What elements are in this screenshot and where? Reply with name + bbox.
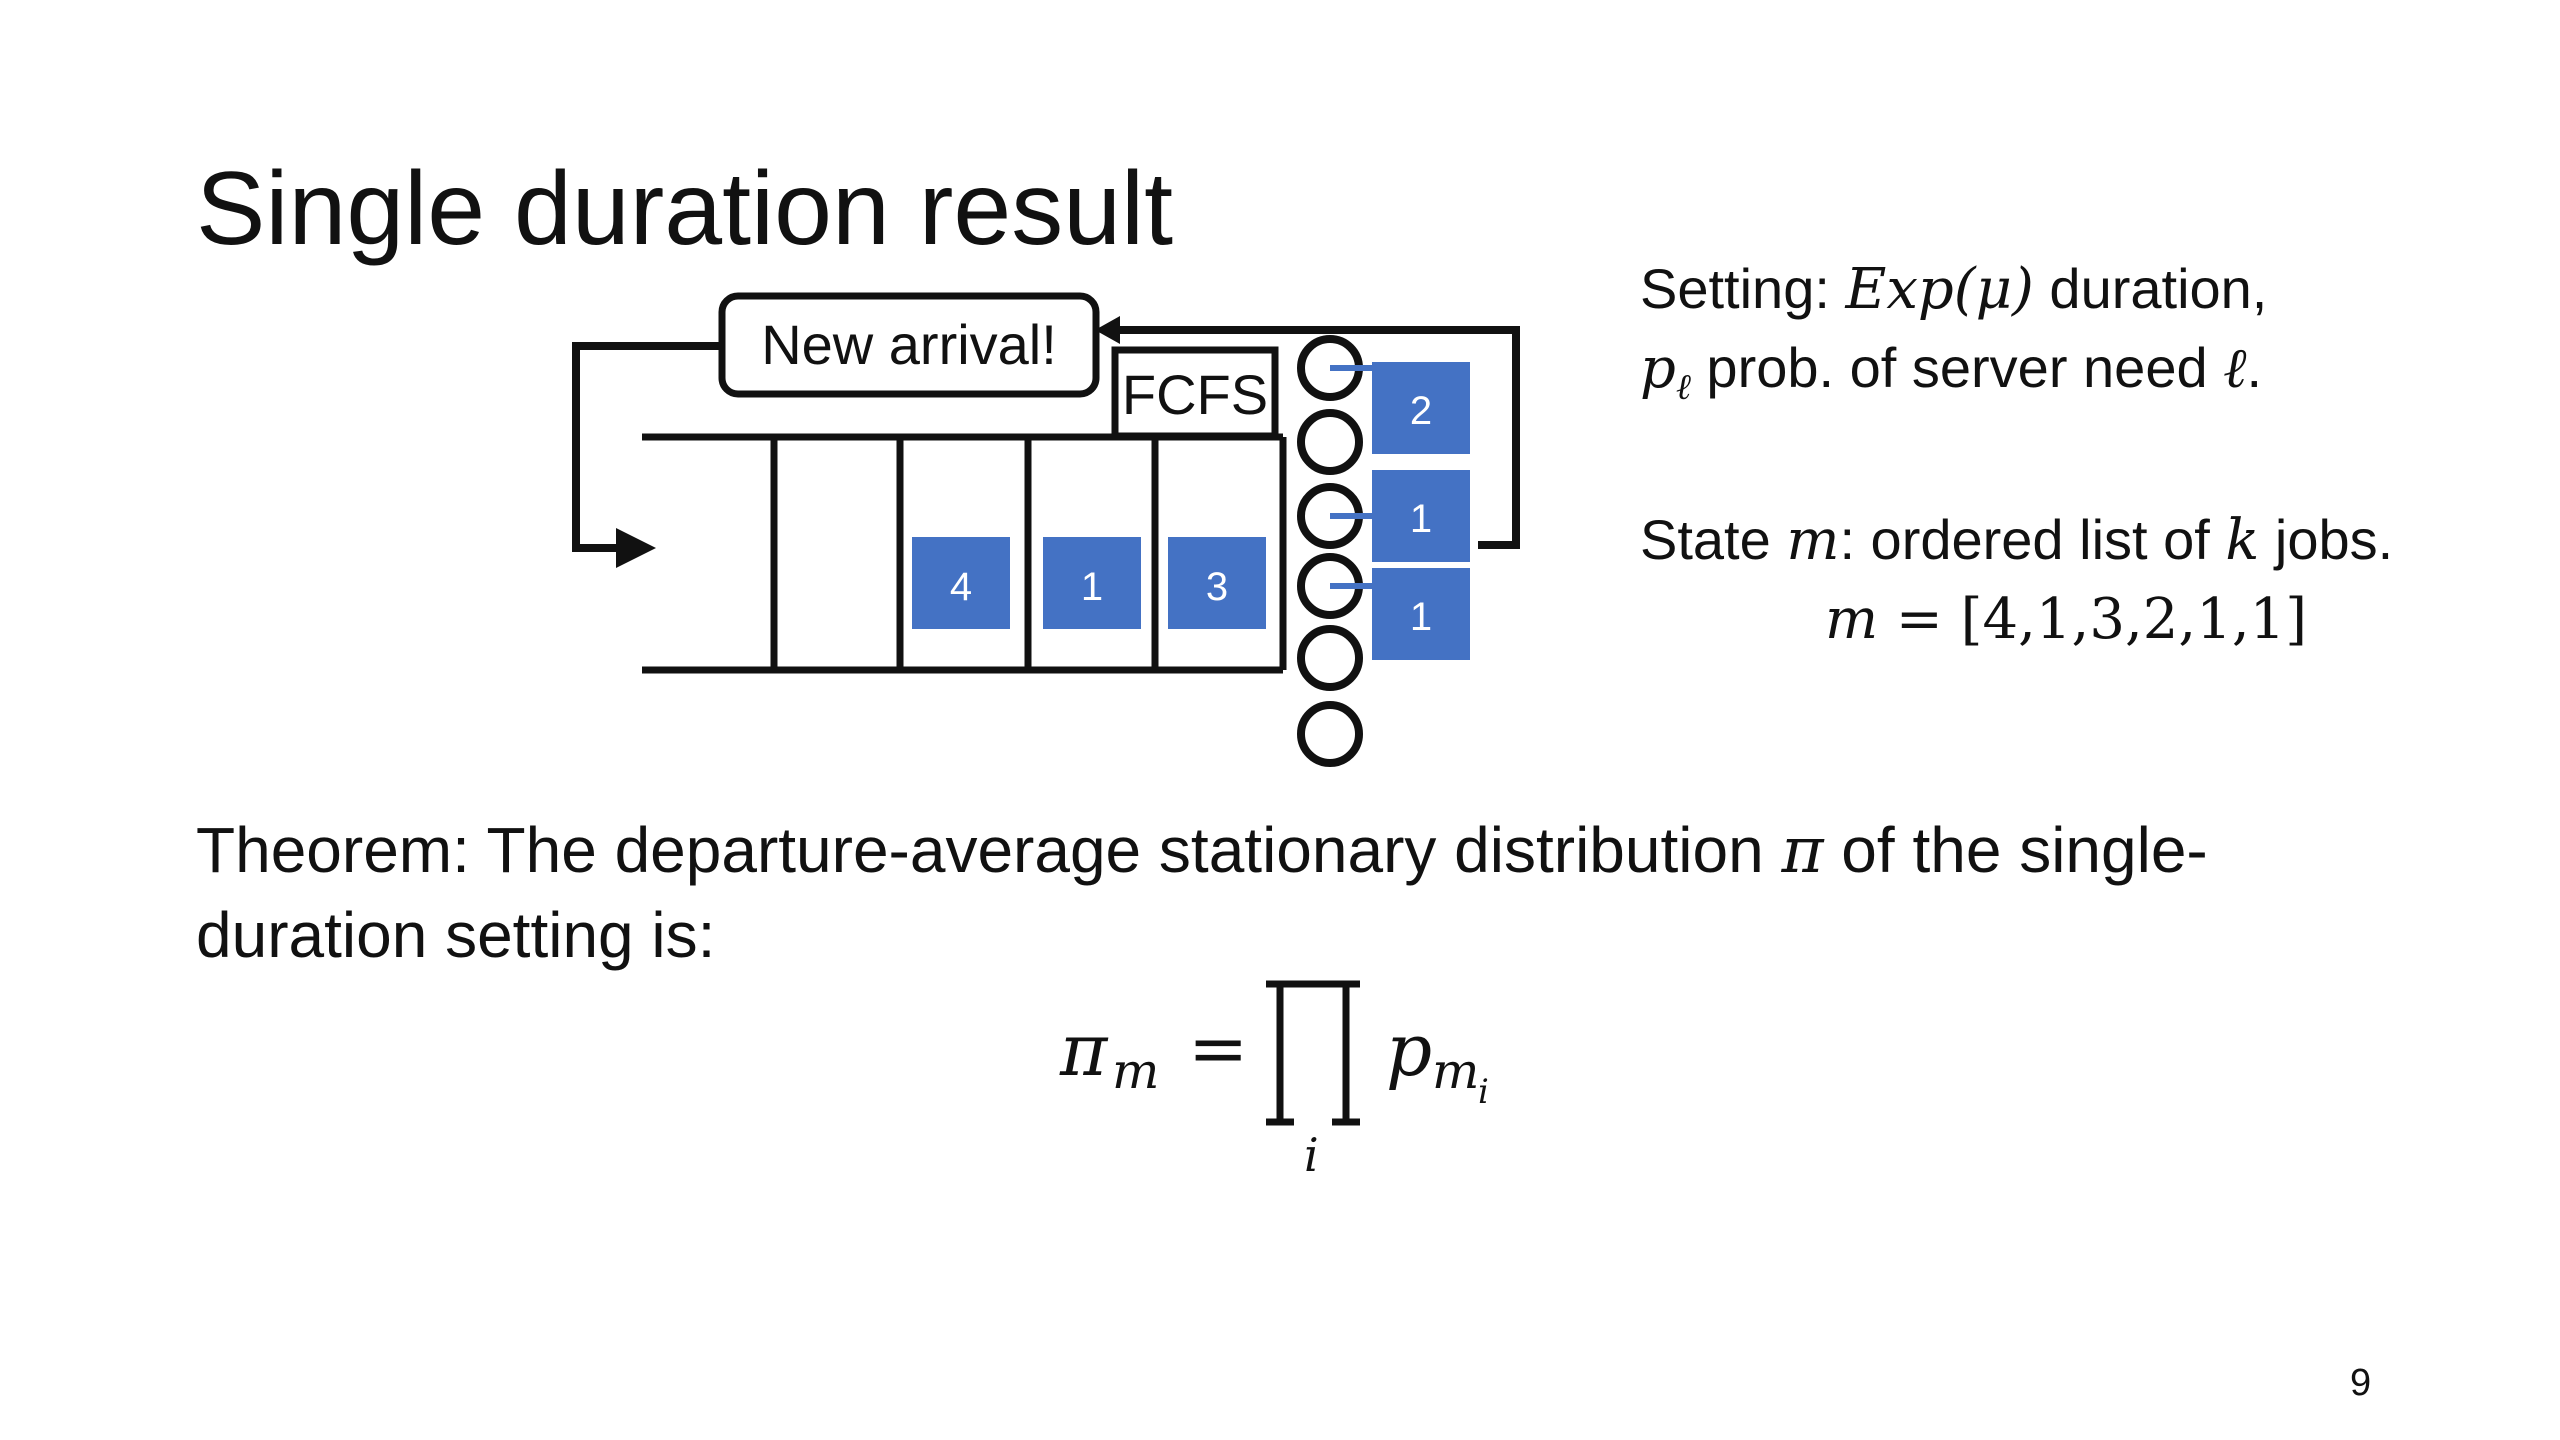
product-symbol (1266, 980, 1360, 1126)
server-job-3: 1 (1330, 568, 1470, 660)
arrival-path (572, 342, 720, 552)
server-circle (1297, 625, 1363, 691)
state-line: State m: ordered list of k jobs. (1640, 508, 2394, 574)
theorem-statement: Theorem: The departure-average stationar… (196, 814, 2208, 971)
setting-line-2: pℓ prob. of server need ℓ. (1640, 336, 2263, 409)
queue-job-1-label: 4 (950, 565, 972, 609)
queue-job-3: 3 (1168, 537, 1266, 629)
server-column (1297, 335, 1363, 767)
formula-p-subsub: i (1478, 1072, 1489, 1112)
new-arrival-label: New arrival! (761, 313, 1057, 376)
formula-pi: π (1060, 1008, 1108, 1092)
formula-pi-sub: m (1112, 1042, 1160, 1100)
fcfs-box (1111, 346, 1279, 440)
server-job-2-label: 1 (1410, 497, 1432, 541)
server-circle (1297, 701, 1363, 767)
server-job-3-label: 1 (1410, 595, 1432, 639)
arrival-arrowhead (616, 528, 656, 568)
queue-job-2-label: 1 (1081, 565, 1103, 609)
page-number: 9 (2350, 1362, 2372, 1404)
setting-description: Setting: Exp(μ) duration, pℓ prob. of se… (1640, 250, 2393, 659)
queue-job-1: 4 (912, 537, 1010, 629)
queue-buffer (642, 433, 1287, 674)
state-example: m = [4,1,3,2,1,1] (1825, 587, 2308, 653)
server-job-1: 2 (1330, 362, 1470, 454)
queue-job-2: 1 (1043, 537, 1141, 629)
setting-line-1: Setting: Exp(μ) duration, (1640, 257, 2268, 322)
server-job-1-label: 2 (1410, 389, 1432, 433)
slide-title: Single duration result (196, 151, 1174, 267)
server-job-2: 1 (1330, 470, 1470, 562)
server-circle (1297, 409, 1363, 475)
feedback-arrowhead (1095, 316, 1120, 344)
stationary-formula: π m = i p m i (1060, 960, 1580, 1200)
fcfs-label: FCFS (1122, 363, 1268, 426)
formula-product-index: i (1304, 1128, 1319, 1182)
new-arrival-box (718, 292, 1100, 398)
feedback-path (1105, 326, 1520, 549)
formula-p: p (1386, 1008, 1433, 1092)
formula-p-sub: m (1432, 1042, 1480, 1100)
queue-job-3-label: 3 (1206, 565, 1228, 609)
formula-equals: = (1188, 1006, 1249, 1090)
